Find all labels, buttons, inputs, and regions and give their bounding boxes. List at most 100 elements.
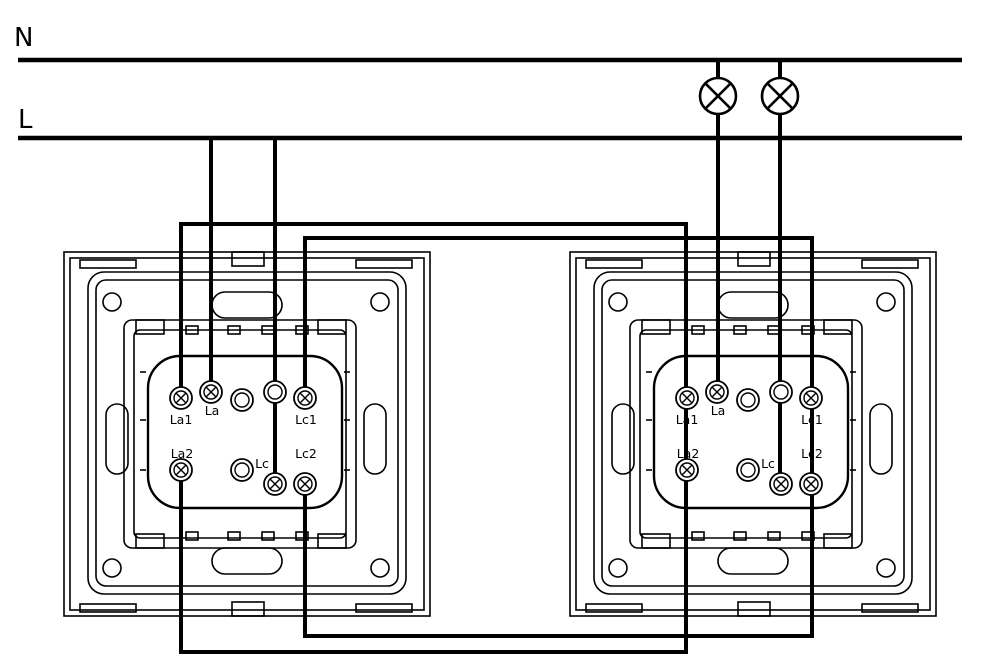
lamps xyxy=(698,76,800,116)
terminal-la1 xyxy=(169,386,193,410)
traveller-loop-inner xyxy=(303,236,814,638)
terminal-unused xyxy=(263,380,287,404)
terminal-label-la2: La2 xyxy=(171,446,194,461)
terminal-label-la1: La1 xyxy=(676,412,699,427)
switch-right-right-slot xyxy=(869,403,893,475)
terminal-label-lc2: Lc2 xyxy=(295,446,317,461)
switch-left-outer-frame-inner xyxy=(69,257,425,611)
terminal-unused xyxy=(736,388,760,412)
switch-right xyxy=(569,251,937,617)
switch-right-clip-tab xyxy=(585,259,643,269)
lamp-1-icon xyxy=(698,76,738,116)
switch-left-mounting-plate xyxy=(87,271,407,595)
switch-right-corner-latch xyxy=(823,533,853,549)
switch-left-bottom-slot xyxy=(211,547,283,575)
switch-left-clip-tab xyxy=(231,251,265,267)
switch-right-notch xyxy=(691,531,705,541)
terminal-lc1 xyxy=(799,386,823,410)
switch-left-corner-latch xyxy=(317,533,347,549)
switch-left-corner-latch xyxy=(135,533,165,549)
switch-left-notch xyxy=(185,325,199,335)
terminal-label-la: La xyxy=(205,403,220,418)
terminal-la1 xyxy=(675,386,699,410)
screw-hole-icon xyxy=(102,292,122,312)
switch-left-notch xyxy=(295,325,309,335)
screw-hole-icon xyxy=(876,292,896,312)
terminal-la xyxy=(199,380,223,404)
switch-left-clip-tab xyxy=(79,603,137,613)
switch-left-notch xyxy=(227,531,241,541)
switch-right-mounting-plate xyxy=(593,271,913,595)
terminal-lc1 xyxy=(293,386,317,410)
switch-left xyxy=(63,251,431,617)
switch-right-clip-tab xyxy=(737,601,771,617)
switch-left-mounting-plate-inner xyxy=(95,279,399,587)
switch-left-left-slot xyxy=(105,403,129,475)
switch-right-bottom-slot xyxy=(717,547,789,575)
switch-right-notch xyxy=(733,531,747,541)
traveller-loop-outer xyxy=(179,222,688,654)
switch-right-corner-latch xyxy=(823,319,853,335)
live-label: L xyxy=(18,105,33,135)
switch-right-clip-tab xyxy=(861,259,919,269)
switch-right-left-slot xyxy=(611,403,635,475)
switch-left-terminal-block xyxy=(146,354,344,510)
terminal-unused xyxy=(230,458,254,482)
switch-right-notch xyxy=(691,325,705,335)
terminal-label-la1: La1 xyxy=(170,412,193,427)
switch-right-clip-tab xyxy=(861,603,919,613)
switch-left-clip-tab xyxy=(231,601,265,617)
terminal-unused xyxy=(230,388,254,412)
wires xyxy=(179,114,814,654)
switch-left-clip-tab xyxy=(355,259,413,269)
lamp-2-icon xyxy=(760,76,800,116)
switch-right-terminal-block xyxy=(652,354,850,510)
terminal-lc xyxy=(769,472,793,496)
switch-right-corner-latch xyxy=(641,319,671,335)
switch-left-notch xyxy=(185,531,199,541)
terminal-lc2 xyxy=(293,472,317,496)
screw-hole-icon xyxy=(370,292,390,312)
switch-right-clip-tab xyxy=(737,251,771,267)
screw-hole-icon xyxy=(370,558,390,578)
switch-left-corner-latch xyxy=(317,319,347,335)
switch-right-mechanism-frame xyxy=(629,319,863,549)
terminal-label-lc1: Lc1 xyxy=(801,412,823,427)
switch-right-notch xyxy=(767,531,781,541)
switch-right-clip-tab xyxy=(585,603,643,613)
terminal-la2 xyxy=(169,458,193,482)
switch-right-notch xyxy=(733,325,747,335)
terminal-unused xyxy=(769,380,793,404)
terminal-label-la2: La2 xyxy=(677,446,700,461)
terminal-label-lc2: Lc2 xyxy=(801,446,823,461)
terminal-label-lc: Lc xyxy=(761,456,775,471)
terminal-label-la: La xyxy=(711,403,726,418)
switch-right-mounting-plate-inner xyxy=(601,279,905,587)
neutral-label: N xyxy=(14,23,33,53)
terminal-lc xyxy=(263,472,287,496)
switch-left-notch xyxy=(261,531,275,541)
switch-left-corner-latch xyxy=(135,319,165,335)
terminal-label-lc1: Lc1 xyxy=(295,412,317,427)
switch-right-outer-frame-inner xyxy=(575,257,931,611)
switch-left-notch xyxy=(227,325,241,335)
switch-left-right-slot xyxy=(363,403,387,475)
switch-left-clip-tab xyxy=(355,603,413,613)
screw-hole-icon xyxy=(876,558,896,578)
switch-left-mechanism-frame xyxy=(123,319,357,549)
switch-left-notch xyxy=(295,531,309,541)
switch-left-top-slot xyxy=(211,291,283,319)
screw-hole-icon xyxy=(102,558,122,578)
screw-hole-icon xyxy=(608,292,628,312)
terminal-la2 xyxy=(675,458,699,482)
terminal-la xyxy=(705,380,729,404)
terminal-lc2 xyxy=(799,472,823,496)
switch-right-top-slot xyxy=(717,291,789,319)
screw-hole-icon xyxy=(608,558,628,578)
terminal-unused xyxy=(736,458,760,482)
terminal-label-lc: Lc xyxy=(255,456,269,471)
switch-left-clip-tab xyxy=(79,259,137,269)
